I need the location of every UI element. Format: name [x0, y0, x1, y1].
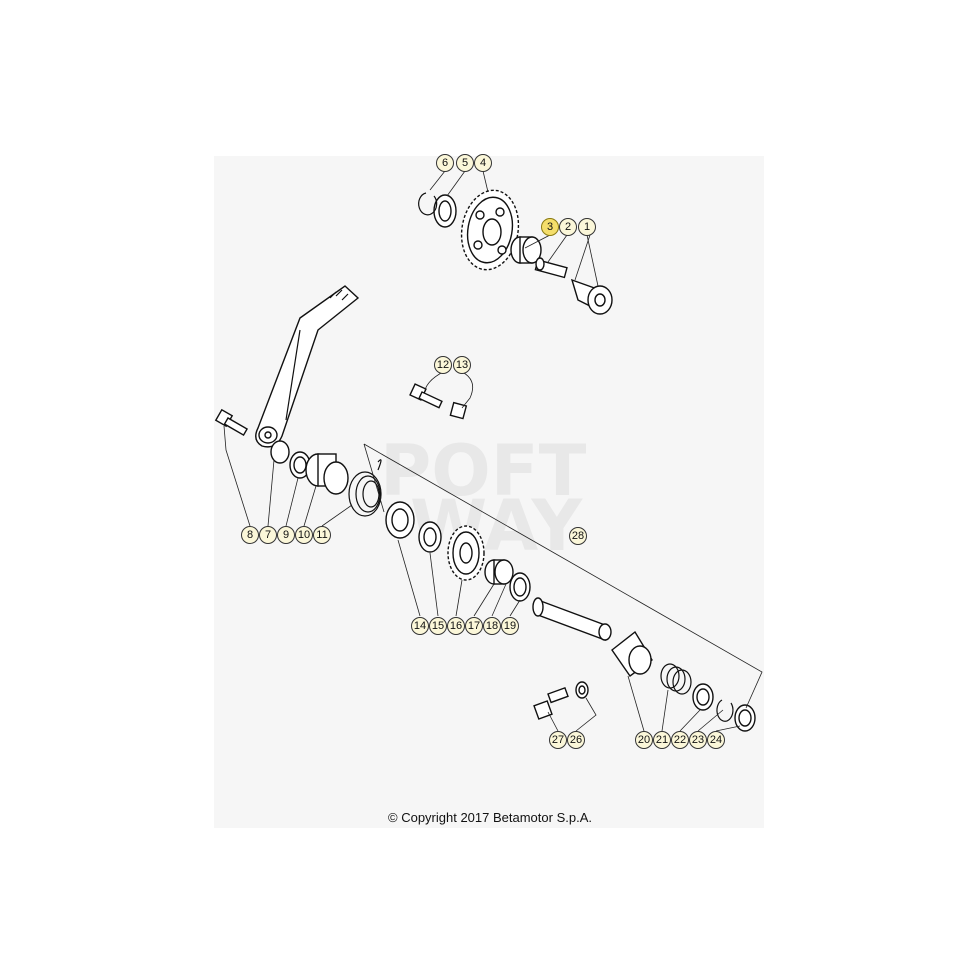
- callout-26[interactable]: 26: [567, 731, 585, 749]
- svg-text:19: 19: [504, 620, 516, 632]
- bush-7: [270, 440, 290, 464]
- washer-19: [509, 572, 531, 602]
- washer-24: [734, 704, 756, 732]
- bolt-12: [409, 383, 443, 409]
- svg-text:12: 12: [437, 359, 449, 371]
- svg-text:23: 23: [692, 734, 704, 746]
- leader-lines: [223, 170, 763, 732]
- pin-2: [534, 257, 568, 279]
- clip-14: [385, 501, 415, 539]
- svg-text:21: 21: [656, 734, 668, 746]
- svg-text:2: 2: [565, 221, 571, 233]
- bolt-27: [533, 686, 569, 720]
- callout-5[interactable]: 5: [456, 154, 474, 172]
- svg-text:20: 20: [638, 734, 650, 746]
- callout-13[interactable]: 13: [453, 356, 471, 374]
- bushing-10: [305, 453, 349, 495]
- callout-14[interactable]: 14: [411, 617, 429, 635]
- oring-9: [289, 451, 311, 479]
- ratchet-20: [611, 630, 653, 677]
- svg-text:11: 11: [316, 529, 327, 541]
- svg-text:4: 4: [480, 157, 486, 169]
- svg-text:16: 16: [450, 620, 462, 632]
- shaft-1: [570, 278, 613, 315]
- callout-23[interactable]: 23: [689, 731, 707, 749]
- callout-3[interactable]: 3: [541, 218, 559, 236]
- callout-20[interactable]: 20: [635, 731, 653, 749]
- washer-22: [692, 683, 714, 711]
- bolt-8: [214, 408, 249, 437]
- washer-26: [575, 681, 589, 699]
- kick-shaft: [532, 597, 612, 642]
- spring-21: [660, 663, 692, 695]
- callout-19[interactable]: 19: [501, 617, 519, 635]
- svg-text:8: 8: [247, 529, 253, 541]
- svg-text:1: 1: [584, 221, 590, 233]
- callout-21[interactable]: 21: [653, 731, 671, 749]
- bearing-17: [484, 559, 514, 585]
- callout-28[interactable]: 28: [569, 527, 587, 545]
- clip-23: [716, 699, 734, 722]
- washer-15: [418, 521, 442, 553]
- svg-text:9: 9: [283, 529, 289, 541]
- svg-text:14: 14: [414, 620, 426, 632]
- callout-16[interactable]: 16: [447, 617, 465, 635]
- callout-24[interactable]: 24: [707, 731, 725, 749]
- callout-17[interactable]: 17: [465, 617, 483, 635]
- callout-1[interactable]: 1: [578, 218, 596, 236]
- callout-6[interactable]: 6: [436, 154, 454, 172]
- svg-text:24: 24: [710, 734, 722, 746]
- svg-text:17: 17: [468, 620, 480, 632]
- svg-text:27: 27: [552, 734, 564, 746]
- svg-text:6: 6: [442, 157, 448, 169]
- svg-text:28: 28: [572, 530, 584, 542]
- svg-text:26: 26: [570, 734, 582, 746]
- copyright-text: © Copyright 2017 Betamotor S.p.A.: [388, 810, 592, 825]
- svg-text:POFT: POFT: [380, 430, 587, 512]
- nut-13: [449, 401, 468, 420]
- svg-text:7: 7: [265, 529, 271, 541]
- callout-15[interactable]: 15: [429, 617, 447, 635]
- svg-text:18: 18: [486, 620, 498, 632]
- callout-2[interactable]: 2: [559, 218, 577, 236]
- callout-9[interactable]: 9: [277, 526, 295, 544]
- kick-lever-7: [255, 285, 360, 448]
- svg-text:13: 13: [456, 359, 468, 371]
- gear-4: [460, 189, 520, 271]
- svg-text:10: 10: [298, 529, 310, 541]
- callout-27[interactable]: 27: [549, 731, 567, 749]
- callout-12[interactable]: 12: [434, 356, 452, 374]
- svg-text:5: 5: [462, 157, 468, 169]
- spring-11: [348, 459, 382, 517]
- callout-22[interactable]: 22: [671, 731, 689, 749]
- callout-18[interactable]: 18: [483, 617, 501, 635]
- callout-11[interactable]: 11: [313, 526, 331, 544]
- svg-text:3: 3: [547, 221, 553, 233]
- bushing-3: [510, 236, 542, 264]
- svg-text:22: 22: [674, 734, 686, 746]
- callout-8[interactable]: 8: [241, 526, 259, 544]
- circlip-6: [418, 192, 438, 216]
- washer-5: [433, 194, 457, 228]
- callout-4[interactable]: 4: [474, 154, 492, 172]
- callout-7[interactable]: 7: [259, 526, 277, 544]
- gear-16: [447, 525, 485, 581]
- svg-text:15: 15: [432, 620, 444, 632]
- callout-10[interactable]: 10: [295, 526, 313, 544]
